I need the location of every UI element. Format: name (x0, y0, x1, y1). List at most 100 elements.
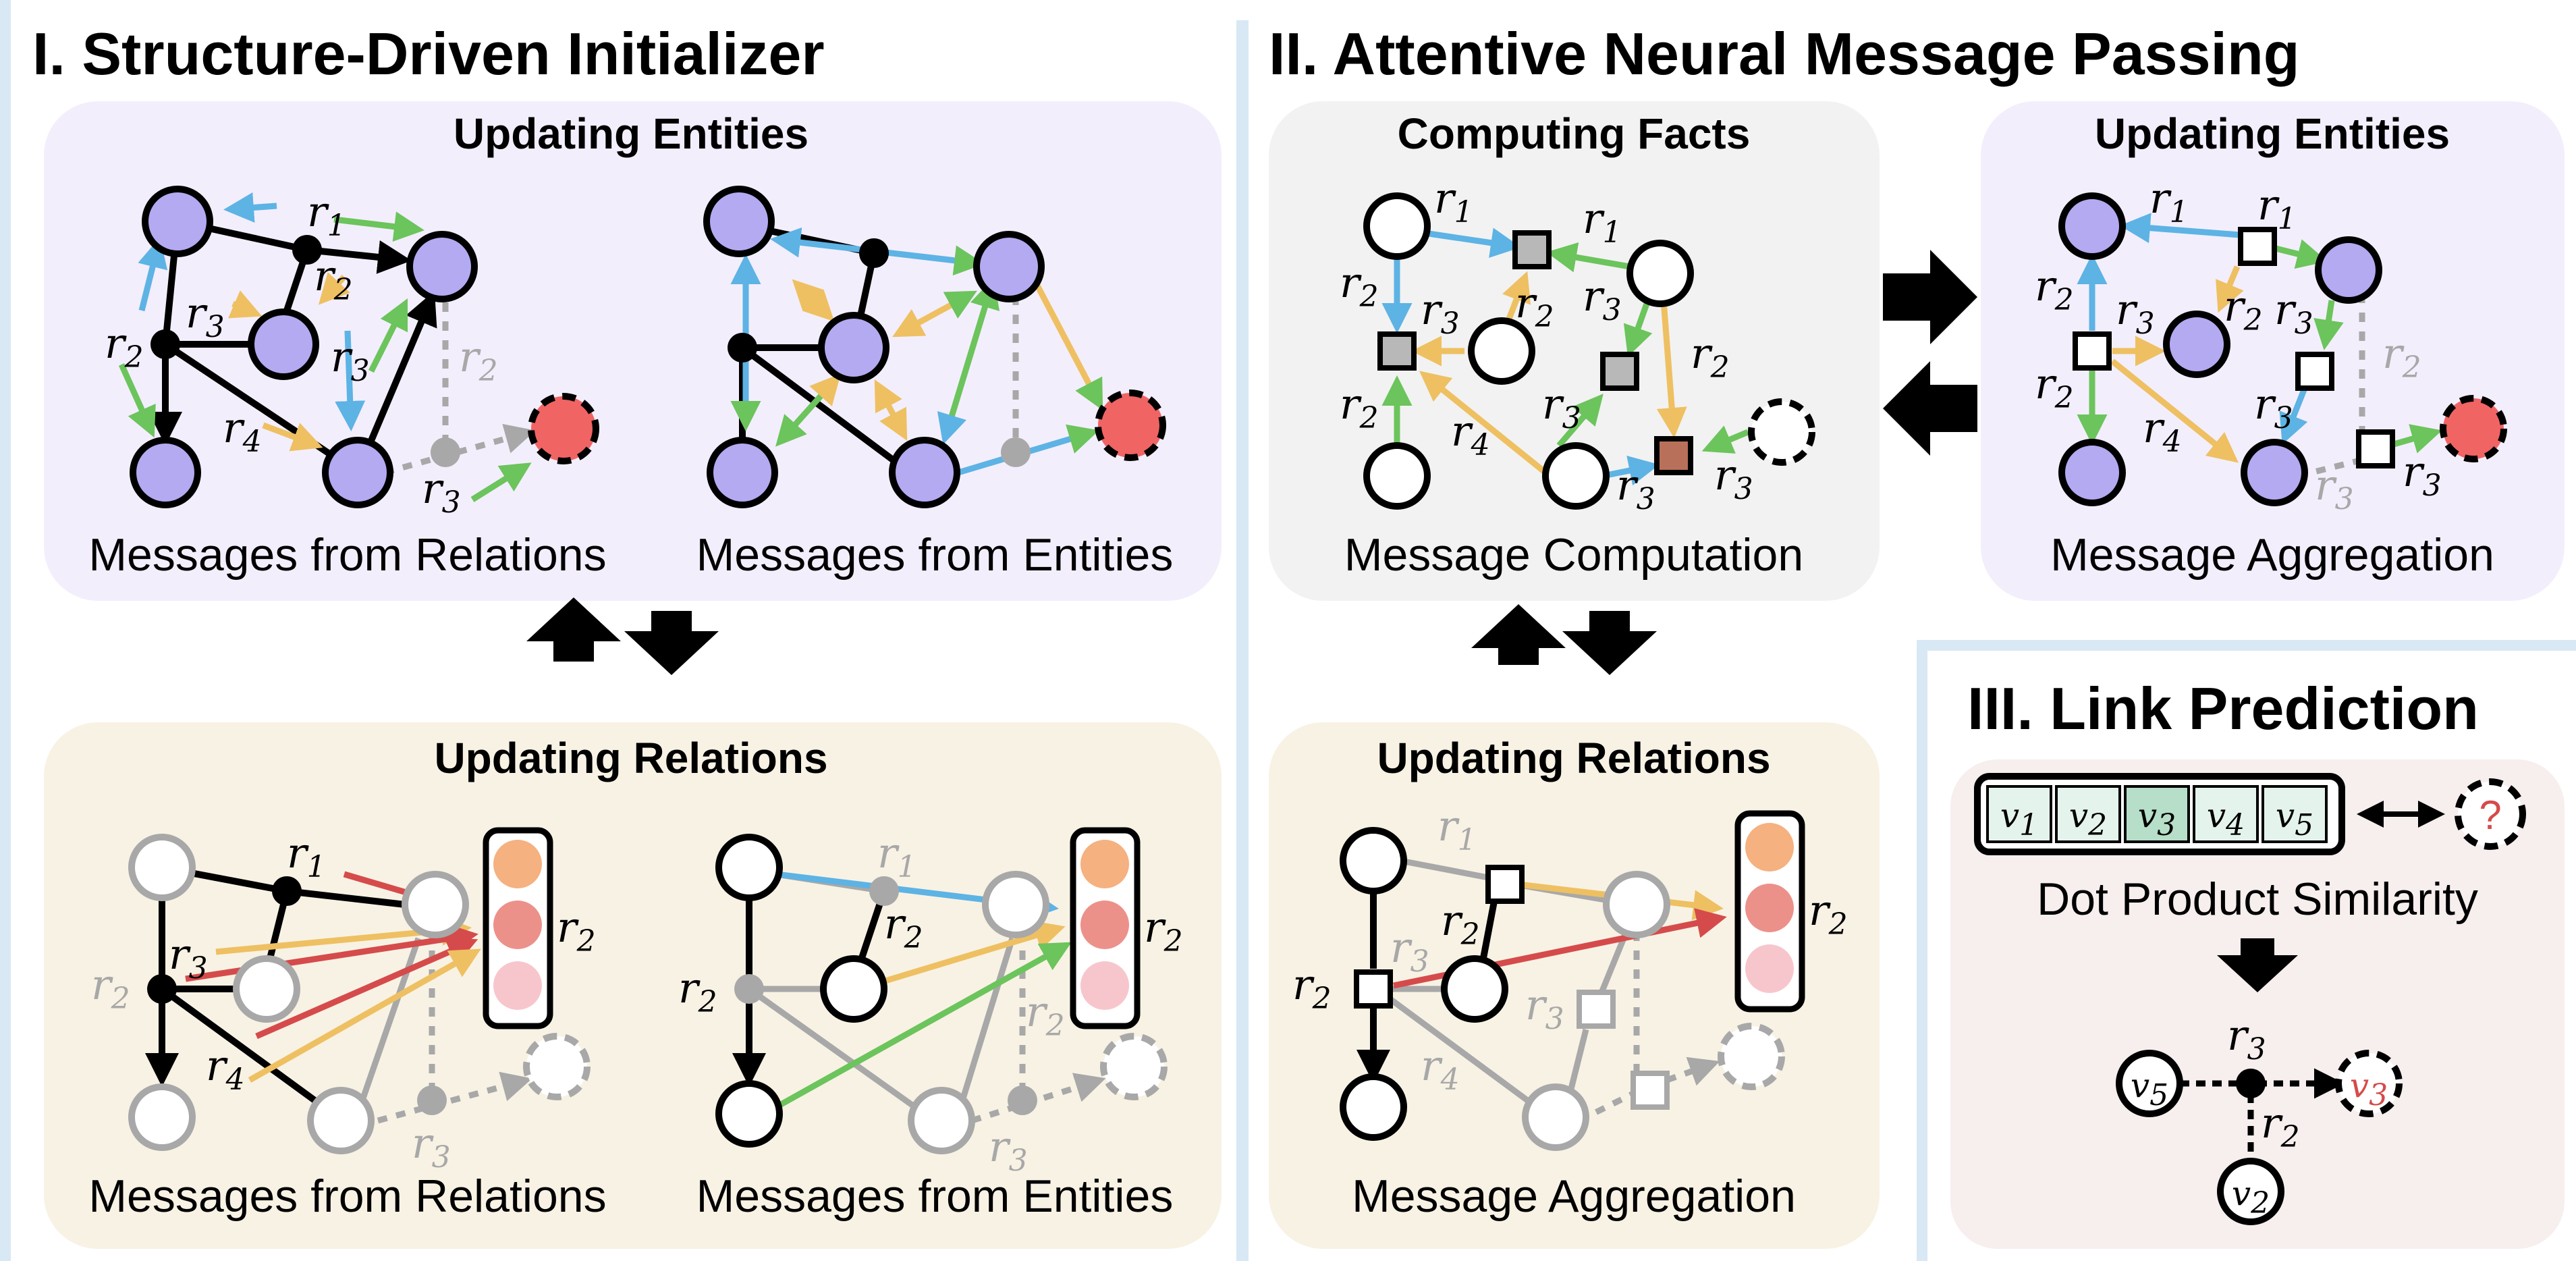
caption-message-aggregation: Message Aggregation (1352, 1171, 1796, 1222)
svg-text:r4: r4 (1421, 1041, 1460, 1097)
arrow-left-icon (1883, 361, 1977, 456)
panel-title: Computing Facts (1398, 109, 1751, 158)
caption-messages-from-relations: Messages from Relations (88, 529, 606, 581)
svg-text:r3: r3 (1390, 923, 1429, 979)
svg-text:v3: v3 (2350, 1066, 2388, 1112)
svg-text:r4: r4 (1451, 406, 1490, 462)
caption-messages-from-entities: Messages from Entities (696, 1171, 1174, 1222)
svg-text:r3: r3 (1421, 285, 1460, 341)
svg-text:r2: r2 (2035, 359, 2074, 415)
arrow-up-icon (526, 597, 621, 662)
caption-message-computation: Message Computation (1344, 529, 1803, 581)
panel-link-prediction: v1 v2 v3 v4 v5 ? Dot Product Similarity … (1950, 759, 2565, 1249)
svg-text:r1: r1 (1583, 194, 1622, 250)
svg-text:r3: r3 (186, 288, 225, 344)
panel-title: Updating Entities (2095, 109, 2450, 158)
svg-text:r3: r3 (1583, 271, 1622, 327)
svg-text:r3: r3 (989, 1122, 1028, 1178)
svg-text:r1: r1 (2257, 180, 2297, 236)
svg-text:r2: r2 (105, 319, 144, 375)
panel-computing-facts: Computing Facts r1 r1 r2 r3 r2 r3 r2 r2 … (1269, 101, 1880, 601)
svg-text:r4: r4 (223, 403, 262, 459)
prediction-graph: v5 v3 v2 r3 r2 (2116, 1011, 2403, 1225)
svg-text:r3: r3 (169, 930, 208, 986)
svg-text:r4: r4 (2143, 403, 2182, 459)
svg-text:r3: r3 (1525, 980, 1564, 1036)
panel-init-updating-relations: Updating Relations (44, 722, 1222, 1249)
arrow-up-icon (1471, 604, 1566, 665)
svg-text:r2: r2 (2382, 329, 2421, 385)
svg-text:v4: v4 (2207, 796, 2245, 842)
svg-text:r2: r2 (884, 899, 923, 955)
middle-separator (1236, 20, 1249, 1261)
svg-text:r2: r2 (1515, 278, 1554, 334)
svg-text:r3: r3 (1616, 460, 1655, 516)
svg-text:r2: r2 (2261, 1098, 2300, 1154)
query-entity: ? (2455, 778, 2526, 850)
svg-text:r2: r2 (1809, 886, 1848, 942)
arrow-right-icon (1883, 250, 1977, 344)
svg-text:r1: r1 (877, 828, 916, 884)
caption-messages-from-relations: Messages from Relations (88, 1171, 606, 1222)
svg-text:r3: r3 (331, 332, 370, 388)
caption-dot-product-similarity: Dot Product Similarity (2037, 874, 2478, 925)
svg-text:r3: r3 (2227, 1011, 2266, 1067)
svg-text:r3: r3 (2403, 447, 2442, 503)
svg-text:v3: v3 (2138, 796, 2176, 842)
graph-messages-from-entities (703, 186, 1166, 508)
svg-text:r2: r2 (557, 903, 596, 959)
svg-text:r2: r2 (2224, 281, 2263, 338)
svg-text:r2: r2 (1441, 896, 1480, 952)
section-title-link-prediction: III. Link Prediction (1967, 675, 2479, 742)
caption-message-aggregation: Message Aggregation (2050, 529, 2494, 581)
section-title-initializer: I. Structure-Driven Initializer (32, 20, 825, 87)
svg-text:r2: r2 (1691, 329, 1730, 385)
entity-embedding-row: v1 v2 v3 v4 v5 (1974, 773, 2345, 855)
svg-text:r2: r2 (1340, 379, 1379, 435)
relation-vector-mp: r2 (1734, 810, 1848, 1013)
svg-text:v5: v5 (2276, 796, 2313, 842)
link-prediction-separator-vertical (1917, 640, 1927, 1261)
arrow-down-icon (1562, 611, 1657, 675)
svg-text:?: ? (2479, 793, 2501, 838)
svg-text:r2: r2 (678, 963, 717, 1019)
panel-title: Updating Entities (454, 109, 809, 158)
svg-text:r2: r2 (1026, 987, 1065, 1043)
svg-text:r1: r1 (1434, 173, 1473, 230)
panel-init-updating-entities: Updating Entities (44, 101, 1222, 601)
caption-messages-from-entities: Messages from Entities (696, 529, 1174, 581)
graph-messages-from-relations: r1 r2 r3 r2 r3 r4 r2 r3 (105, 186, 599, 520)
svg-text:v1: v1 (2000, 796, 2038, 842)
svg-text:r2: r2 (1144, 903, 1183, 959)
arrow-down-icon (2217, 938, 2298, 992)
svg-text:r4: r4 (206, 1041, 245, 1097)
svg-text:r3: r3 (412, 1119, 451, 1175)
svg-text:r1: r1 (2149, 173, 2189, 230)
graph-relations-from-relations: r1 r3 r2 r4 r3 (91, 828, 591, 1175)
svg-text:r2: r2 (1292, 960, 1332, 1016)
svg-text:r2: r2 (2035, 261, 2074, 317)
svg-text:r3: r3 (422, 464, 461, 520)
svg-text:v2: v2 (2232, 1174, 2270, 1220)
graph-relations-from-entities: r1 r2 r2 r2 r3 (678, 828, 1168, 1178)
arrow-down-icon (624, 611, 719, 675)
link-prediction-separator-horizontal (1917, 640, 2576, 651)
svg-text:r3: r3 (2254, 379, 2293, 435)
svg-text:r2: r2 (459, 332, 498, 388)
left-separator (0, 0, 11, 1261)
panel-mp-updating-relations: Updating Relations r1 r2 r3 r2 r3 r4 (1269, 722, 1880, 1249)
panel-title: Updating Relations (434, 734, 827, 782)
svg-text:r3: r3 (2274, 285, 2313, 341)
svg-text:r2: r2 (91, 960, 130, 1016)
svg-text:r2: r2 (1340, 258, 1379, 314)
svg-text:r1: r1 (307, 187, 346, 243)
svg-text:v5: v5 (2131, 1066, 2168, 1112)
svg-text:v2: v2 (2069, 796, 2107, 842)
svg-text:r1: r1 (287, 828, 326, 884)
panel-mp-updating-entities: Updating Entities r1 r1 r2 r3 r2 r3 r2 r… (1981, 101, 2565, 601)
section-title-message-passing: II. Attentive Neural Message Passing (1269, 20, 2300, 87)
svg-text:r3: r3 (2315, 460, 2354, 516)
svg-text:r3: r3 (1714, 450, 1753, 506)
relation-vector-right: r2 (1070, 827, 1183, 1029)
